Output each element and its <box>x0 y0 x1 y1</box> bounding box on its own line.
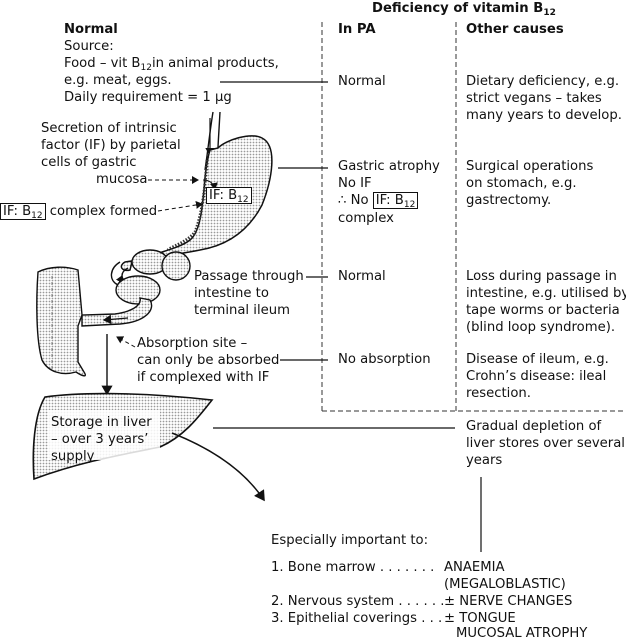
esophagus-illustration <box>204 111 221 171</box>
pa-row-4: No absorption <box>338 352 431 367</box>
important-item-3-effect-1: ± TONGUE <box>444 611 516 626</box>
other-row-4-line-2: Crohn’s disease: ileal <box>466 369 607 384</box>
other-row-1-line-3: many years to develop. <box>466 108 622 123</box>
pa-row-3: Normal <box>338 269 386 284</box>
connector-lines <box>213 81 482 552</box>
passage-line-2: intestine to <box>194 286 269 301</box>
other-row-4-line-3: resection. <box>466 386 531 401</box>
important-item-3-label: 3. Epithelial coverings . . . <box>271 611 443 626</box>
if-b12-box-stomach: IF: B12 <box>206 187 252 205</box>
pa-row-2-line-4: complex <box>338 211 394 226</box>
column-header-normal: Normal <box>64 22 118 37</box>
source-food: Food – vit B12in animal products, <box>64 56 279 73</box>
other-row-2-line-2: on stomach, e.g. <box>466 176 577 191</box>
other-row-2-line-3: gastrectomy. <box>466 193 552 208</box>
other-row-3-line-4: (blind loop syndrome). <box>466 320 616 335</box>
important-item-2-effect-1: ± NERVE CHANGES <box>444 594 573 609</box>
source-examples: e.g. meat, eggs. <box>64 73 172 88</box>
column-header-other-causes: Other causes <box>466 22 564 37</box>
pa-row-2-line-1: Gastric atrophy <box>338 159 440 174</box>
depletion-line-2: liver stores over several <box>466 436 625 451</box>
passage-line-3: terminal ileum <box>194 303 290 318</box>
secretion-line-3: cells of gastric <box>41 155 137 170</box>
mucosa-label: mucosa <box>96 172 148 187</box>
liver-line-3: supply <box>51 449 95 464</box>
passage-line-1: Passage through <box>194 269 304 284</box>
large-intestine-illustration <box>36 266 86 377</box>
depletion-line-1: Gradual depletion of <box>466 419 602 434</box>
other-row-3-line-3: tape worms or bacteria <box>466 303 620 318</box>
important-item-1-label: 1. Bone marrow . . . . . . . <box>271 560 435 575</box>
other-row-1-line-1: Dietary deficiency, e.g. <box>466 74 620 89</box>
other-row-4-line-1: Disease of ileum, e.g. <box>466 352 609 367</box>
absorption-line-1: Absorption site – <box>137 336 248 351</box>
gastric-mucosa-lining <box>166 159 209 252</box>
pa-row-2-line-3: ∴ No IF: B12 <box>338 192 419 210</box>
column-header-in-pa: In PA <box>338 22 376 37</box>
small-intestine-illustration <box>81 249 191 327</box>
secretion-line-1: Secretion of intrinsic <box>41 121 177 136</box>
important-title: Especially important to: <box>271 533 429 548</box>
liver-line-2: – over 3 years’ <box>51 432 149 447</box>
important-item-3-effect-2: MUCOSAL ATROPHY <box>456 626 588 641</box>
pa-row-2-line-2: No IF <box>338 176 372 191</box>
other-row-3-line-1: Loss during passage in <box>466 269 617 284</box>
pa-row-1: Normal <box>338 74 386 89</box>
daily-requirement: Daily requirement = 1 μg <box>64 90 232 105</box>
deficiency-table-frame <box>321 22 626 412</box>
other-row-2-line-1: Surgical operations <box>466 159 594 174</box>
absorption-line-3: if complexed with IF <box>137 370 270 385</box>
important-item-2-label: 2. Nervous system . . . . . . <box>271 594 445 609</box>
other-row-1-line-2: strict vegans – takes <box>466 91 602 106</box>
arrow-from-liver <box>171 432 265 502</box>
if-b12-complex-label: IF: B12 complex formed <box>0 203 157 221</box>
pointer-lines <box>116 176 203 348</box>
source-label: Source: <box>64 39 114 54</box>
absorption-line-2: can only be absorbed <box>137 353 280 368</box>
depletion-line-3: years <box>466 453 503 468</box>
other-row-3-line-2: intestine, e.g. utilised by <box>466 286 626 301</box>
important-item-1-effect-2: (MEGALOBLASTIC) <box>444 577 566 592</box>
secretion-line-2: factor (IF) by parietal <box>41 138 181 153</box>
table-title: Deficiency of vitamin B12 <box>372 1 556 18</box>
important-item-1-effect-1: ANAEMIA <box>444 560 505 575</box>
liver-line-1: Storage in liver <box>51 415 152 430</box>
